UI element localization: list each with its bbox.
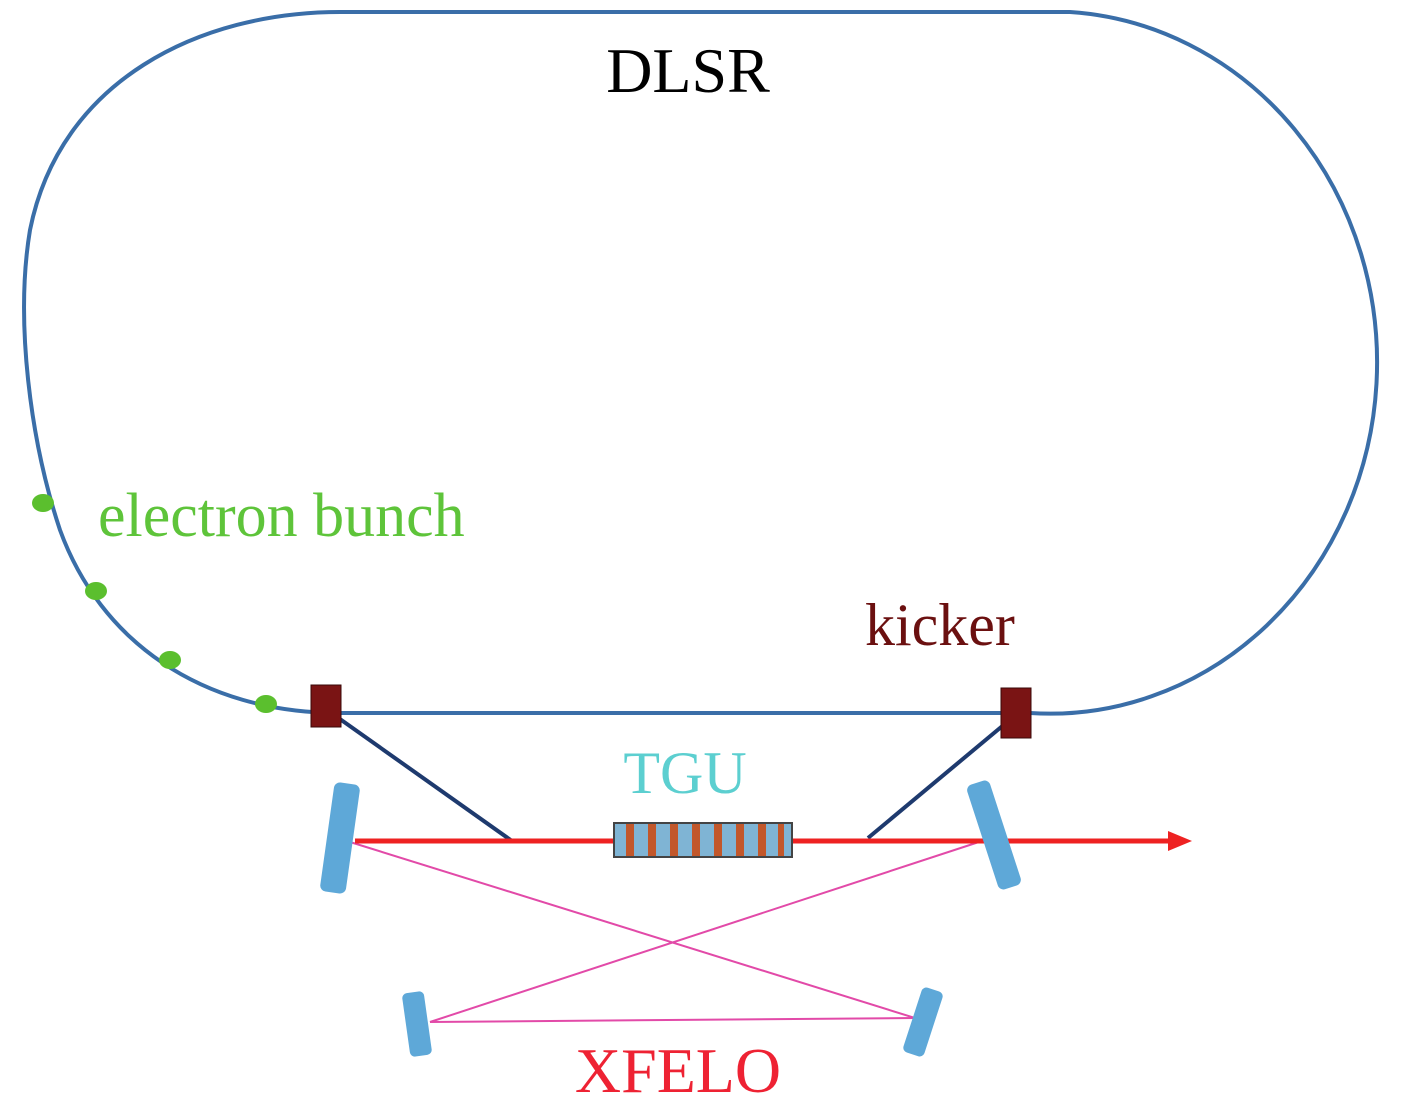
mirror-lower-right [903, 987, 943, 1057]
kicker-left [310, 684, 342, 728]
transfer-line-left [328, 710, 514, 843]
transfer-line-right [866, 716, 1014, 840]
tgu-undulator [613, 822, 793, 858]
beam-arrow-icon [1168, 831, 1192, 851]
bunch-label: electron bunch [98, 482, 465, 550]
electron-bunch-dot [85, 582, 107, 600]
undulator-label: TGU [623, 740, 746, 806]
electron-bunch-dot [32, 494, 54, 512]
ring-label: DLSR [606, 35, 770, 106]
mirror-lower-left [402, 991, 432, 1057]
mirror-upstream [320, 782, 360, 894]
electron-bunch-dot [159, 651, 181, 669]
mirror-downstream [967, 780, 1021, 890]
electron-bunches [32, 494, 277, 713]
electron-bunch-dot [255, 695, 277, 713]
storage-ring [22, 10, 1380, 716]
cavity-paths [349, 839, 986, 1023]
kicker-label: kicker [865, 592, 1015, 658]
kicker-right [1000, 687, 1032, 739]
cavity-label: XFELO [575, 1035, 781, 1106]
